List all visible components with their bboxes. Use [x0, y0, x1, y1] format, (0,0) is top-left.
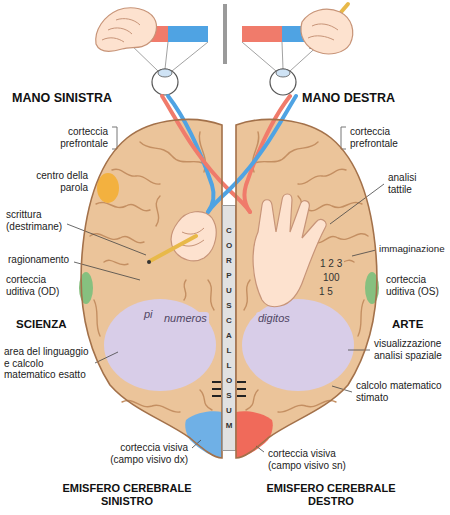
hand-label: MANO DESTRA	[302, 91, 442, 105]
region-text: pi	[142, 308, 155, 321]
brain-gyri	[208, 280, 214, 310]
bracket	[112, 127, 117, 149]
region-label: visualizzazione analisi spaziale	[374, 338, 446, 361]
brain-fill	[236, 119, 377, 458]
brain-hemisphere: pi numeros	[76, 116, 226, 462]
region-text: 1 5	[317, 286, 335, 298]
category-label: SCIENZA	[16, 318, 96, 331]
region-label: scrittura (destrimane)	[6, 209, 72, 232]
structure-name: CORPUS CALLOSUM	[225, 223, 233, 433]
region-text: digitos	[256, 312, 292, 325]
brain-hemisphere: digitos 1 2 3 100 1 5	[232, 116, 382, 462]
brain-region	[97, 173, 119, 203]
region-label: area del linguaggio e calcolo matematico…	[4, 346, 92, 381]
leader-line	[352, 250, 376, 256]
eye	[158, 69, 172, 77]
visual-field-bar	[242, 26, 282, 42]
leader-line	[330, 184, 384, 224]
brain-gyri	[94, 300, 100, 336]
brain-gyri	[200, 390, 212, 410]
brain-region	[104, 299, 216, 391]
region-label: corteccia visiva (campo visivo sn)	[268, 448, 360, 471]
eye	[152, 69, 296, 95]
brain-region	[236, 411, 273, 458]
leader-line	[74, 262, 140, 280]
region-label: corteccia prefrontale	[44, 126, 108, 149]
brain-gyri	[104, 260, 128, 265]
region-label: ragionamento	[8, 254, 78, 266]
visual-field-bar	[168, 26, 208, 42]
optic-nerve	[168, 96, 213, 212]
hand-drawing	[96, 4, 353, 54]
region-text: 1 2 3	[318, 258, 344, 270]
hand-illustration	[150, 236, 196, 261]
corpus-callosum: CORPUS CALLOSUM	[222, 205, 236, 451]
brain-gyri	[90, 234, 144, 243]
region-text: 100	[321, 272, 342, 284]
hand-illustration	[253, 194, 326, 307]
optic-nerve	[245, 96, 290, 212]
brain-region	[79, 173, 379, 458]
visual-field-bar	[128, 26, 322, 42]
region-label: calcolo matematico stimato	[356, 380, 448, 403]
leader-line	[67, 184, 384, 452]
eye	[152, 69, 178, 95]
region-label: analisi tattile	[388, 172, 432, 195]
brain-gyri	[96, 202, 150, 210]
bracket	[341, 127, 346, 149]
bracket	[112, 127, 346, 149]
hemisphere-title: EMISFERO CEREBRALE SINISTRO	[52, 482, 202, 507]
leader-line	[67, 224, 146, 255]
eye	[276, 69, 290, 77]
hemisphere-outline	[76, 116, 226, 462]
region-label: corteccia visiva (campo visivo dx)	[100, 442, 188, 465]
divider-bar	[223, 4, 227, 64]
view-cone	[128, 42, 322, 71]
hand-drawing	[96, 8, 157, 52]
hand-drawing	[102, 19, 140, 42]
region-label: corteccia prefrontale	[350, 126, 414, 149]
hemisphere-outline	[81, 119, 222, 458]
hand-illustration	[147, 260, 151, 264]
brain-fill	[81, 119, 377, 458]
brain-region	[242, 299, 354, 391]
hand-drawing	[301, 9, 353, 54]
region-text: numeros	[162, 312, 209, 325]
brain-gyri	[156, 196, 160, 226]
leader-line	[348, 350, 370, 351]
hand-drawing	[308, 24, 338, 40]
brain-region	[185, 411, 222, 458]
region-label: corteccia uditiva (OS)	[386, 274, 446, 297]
hemisphere-outline	[236, 119, 377, 458]
region-label: centro della parola	[24, 170, 88, 193]
category-label: ARTE	[392, 318, 442, 331]
brain-gyri	[184, 280, 186, 300]
hemisphere-title: EMISFERO CEREBRALE DESTRO	[256, 482, 406, 507]
brain-gyri	[112, 169, 160, 184]
region-label: immaginazione	[379, 243, 447, 254]
divider-bar	[223, 4, 227, 64]
leader-line	[95, 352, 118, 363]
region-label: corteccia uditiva (OD)	[6, 274, 68, 297]
brain-fill	[81, 119, 222, 458]
hemisphere-outline	[232, 116, 382, 462]
hand-label: MANO SINISTRA	[12, 91, 152, 105]
optic-nerve	[162, 96, 296, 212]
eye	[270, 69, 296, 95]
